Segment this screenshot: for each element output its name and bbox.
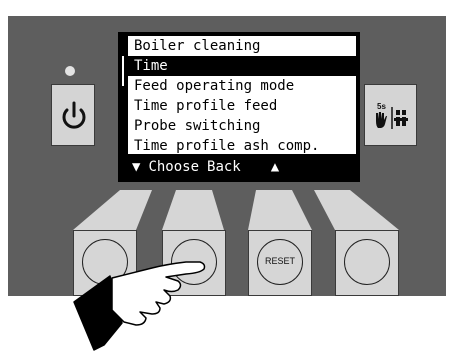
- softkey-labels: ▼ Choose Back ▲: [132, 157, 287, 177]
- menu-item-time-profile-ash-comp[interactable]: Time profile ash comp.: [128, 136, 356, 154]
- button-circle: [82, 239, 128, 285]
- menu-list: Boiler cleaning Time Feed operating mode…: [128, 36, 356, 154]
- power-icon: [52, 85, 96, 147]
- menu-item-time-profile-feed[interactable]: Time profile feed: [128, 96, 356, 116]
- softkey-down-label: ▼: [132, 159, 140, 175]
- softkey-button-2[interactable]: [162, 230, 226, 296]
- lock-time-label: 5s: [377, 102, 386, 111]
- menu-item-probe-switching[interactable]: Probe switching: [128, 116, 356, 136]
- status-led: [65, 66, 75, 76]
- scroll-thumb[interactable]: [122, 56, 124, 86]
- menu-item-time[interactable]: Time: [128, 56, 356, 76]
- reset-label: RESET: [258, 256, 302, 266]
- hand-lock-icon: 5s: [365, 85, 418, 147]
- scrollbar[interactable]: [120, 36, 126, 154]
- softkey-button-1[interactable]: [73, 230, 137, 296]
- button-circle: RESET: [257, 239, 303, 285]
- softkey-back-label: Back: [207, 159, 241, 175]
- button-circle: [171, 239, 217, 285]
- lock-button[interactable]: 5s: [364, 84, 417, 146]
- softkey-button-4[interactable]: [335, 230, 399, 296]
- menu-item-feed-operating-mode[interactable]: Feed operating mode: [128, 76, 356, 96]
- display-screen: Boiler cleaning Time Feed operating mode…: [118, 32, 360, 182]
- softkey-choose-label: Choose: [148, 159, 199, 175]
- button-circle: [344, 239, 390, 285]
- softkey-up-label: ▲: [271, 159, 279, 175]
- menu-item-boiler-cleaning[interactable]: Boiler cleaning: [128, 36, 356, 56]
- power-button[interactable]: [51, 84, 95, 146]
- reset-button[interactable]: RESET: [248, 230, 312, 296]
